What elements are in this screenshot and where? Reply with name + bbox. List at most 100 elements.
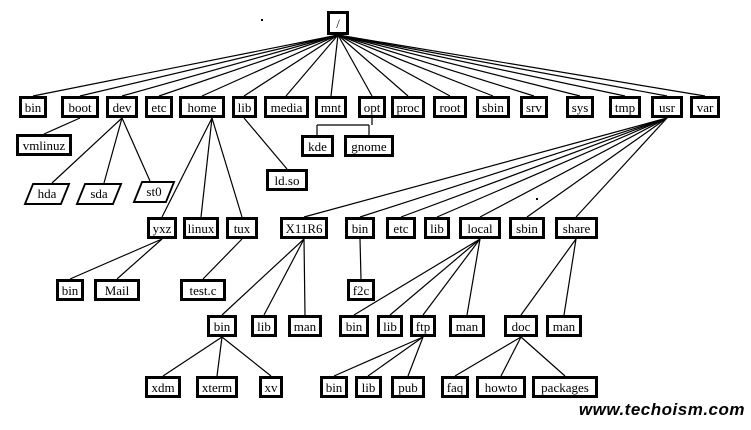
tree-edge [500,336,522,377]
tree-edge [337,34,451,97]
node-opt: opt [358,96,386,118]
node-x11-bin: bin [207,315,237,337]
node-vmlinuz: vmlinuz [16,134,72,156]
tree-edge [263,238,305,316]
tree-edge [407,336,424,377]
node-srv: srv [520,96,548,118]
tree-edge [221,336,272,377]
tree-edge [575,117,668,218]
node-proc: proc [391,96,425,118]
tree-edge [285,34,339,97]
tree-edge [359,238,362,280]
node-packages: packages [532,376,598,398]
node-hda-label: hda [37,186,57,201]
node-ld-so: ld.so [266,169,308,191]
node-share-man: man [546,315,582,337]
node-xv: xv [259,376,283,398]
node-usr-sbin: sbin [509,217,545,239]
node-usr-bin: bin [345,217,375,239]
node-usr-lib: lib [424,217,450,239]
stray-dot [536,198,538,200]
tree-edge [520,238,577,316]
node-usr: usr [651,96,683,118]
node-doc: doc [504,315,538,337]
node-mnt: mnt [315,96,347,118]
node-yxz: yxz [147,217,177,239]
node-ftp-lib: lib [355,376,382,398]
watermark-text: www.techoism.com [578,400,745,419]
tree-edge [32,34,339,97]
tree-edge [216,336,223,377]
tree-edge [479,117,668,218]
tree-edge [400,117,668,218]
node-lib: lib [232,96,257,118]
tree-edge [367,336,424,377]
node-local: local [459,217,501,239]
node-howto: howto [476,376,526,398]
tree-edge [466,238,481,316]
tree-edge [337,34,494,97]
tree-edge [161,117,213,218]
tree-edge [563,238,577,316]
node-local-bin: bin [339,315,369,337]
tree-edge [202,238,243,280]
tree-edge [337,34,581,97]
tree-edge [243,34,339,97]
node-local-lib: lib [377,315,403,337]
node-ftp-bin: bin [320,376,348,398]
node-sys: sys [566,96,594,118]
tree-edge [389,238,481,316]
node-test-c: test.c [180,279,226,301]
tree-edge [79,34,339,97]
node-usr-etc: etc [386,217,416,239]
tree-edge [201,34,339,97]
node-root-dir: root [433,96,467,118]
node-linux: linux [183,217,219,239]
tree-edge [303,238,306,316]
node-etc: etc [145,96,173,118]
node-st0: st0 [132,181,176,203]
tree-edge [200,117,213,218]
tree-edge [526,117,668,218]
node-x11-man: man [288,315,322,337]
tree-edge [337,34,409,97]
tree-edge [337,34,535,97]
node-pub: pub [391,376,425,398]
node-hda: hda [23,183,71,205]
node-mail: Mail [94,279,140,301]
tree-edge [303,117,668,218]
node-ftp: ftp [410,315,436,337]
node-home: home [179,96,225,118]
node-kde: kde [301,135,334,157]
node-root: / [327,11,349,35]
tree-edge [330,34,339,97]
node-xterm: xterm [196,376,238,398]
tree-edge [436,117,668,218]
stray-dot [261,19,263,21]
node-media: media [264,96,309,118]
node-xdm: xdm [145,376,181,398]
tree-edge [211,117,243,218]
node-x11-lib: lib [251,315,277,337]
tree-edge [121,34,339,97]
tree-edge [243,117,288,170]
tree-edge [69,238,163,280]
node-local-man: man [449,315,485,337]
tree-edge [337,34,668,97]
node-bin: bin [19,96,47,118]
node-share: share [555,217,598,239]
tree-edge [337,34,373,97]
tree-edge [520,336,566,377]
tree-edge [103,117,123,184]
tree-edge [422,238,481,316]
tree-edge [51,117,123,184]
node-sda-label: sda [90,186,108,201]
tree-edge [359,117,668,218]
node-var: var [690,96,720,118]
tree-edge [337,34,706,97]
tree-edge [221,238,305,316]
tree-edge [337,34,626,97]
node-faq: faq [441,376,469,398]
